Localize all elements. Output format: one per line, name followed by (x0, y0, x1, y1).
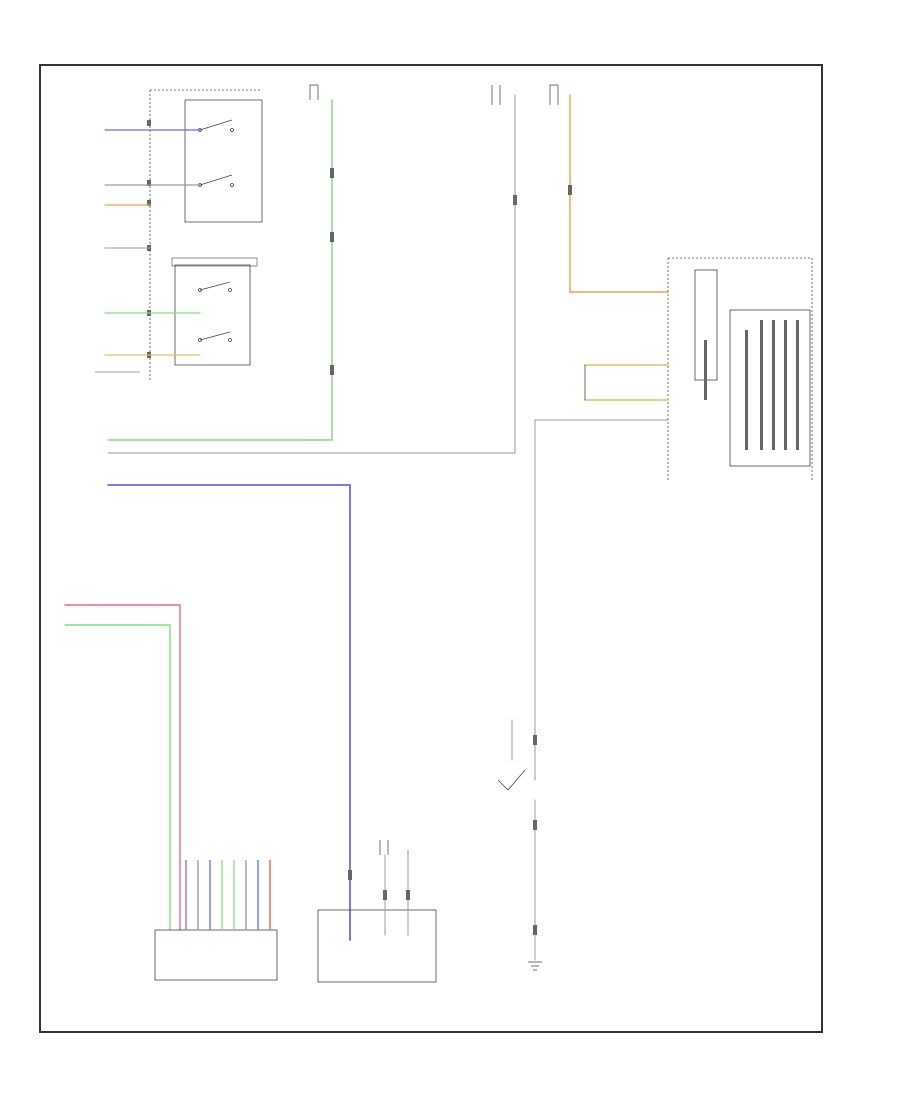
orange-wire-run (549, 84, 669, 293)
steering-switch-assembly (147, 89, 263, 382)
instrument-cluster (534, 257, 813, 480)
bottom-center-connector (317, 840, 437, 983)
top-center-wires (107, 84, 517, 941)
diagram-frame (39, 64, 823, 1033)
bottom-left-connector (64, 604, 278, 981)
left-input-wires (95, 129, 201, 373)
brake-switch-run (497, 419, 542, 971)
